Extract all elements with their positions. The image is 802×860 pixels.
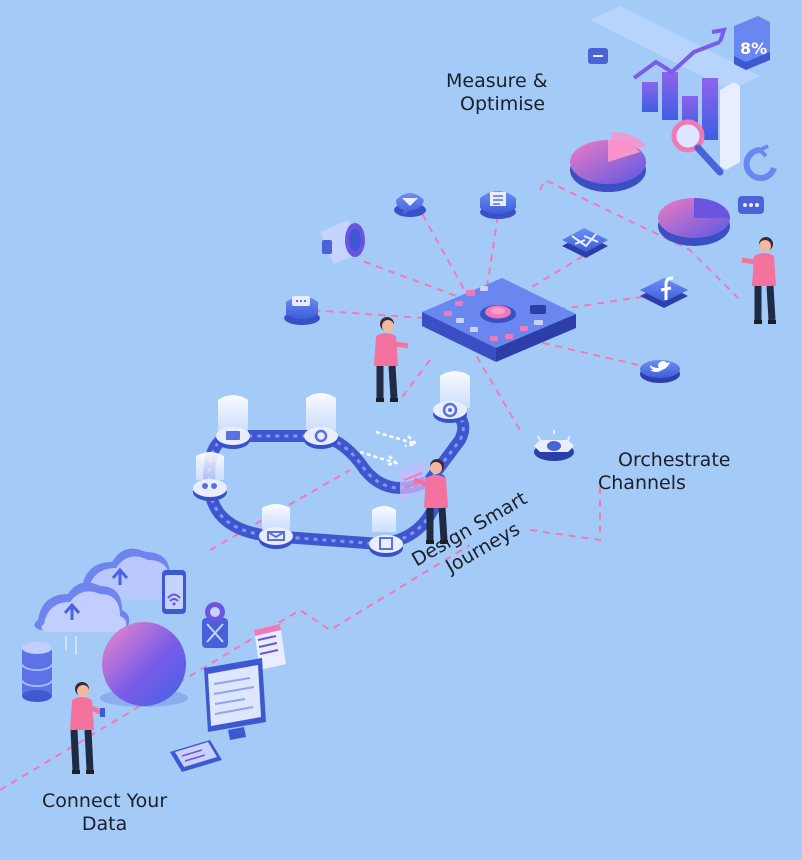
connect-data-cluster	[21, 548, 286, 774]
label-connect-line1: Connect Your	[42, 790, 168, 812]
dots-badge-icon	[738, 196, 764, 214]
label-orchestrate-channels: Orchestrate Channels	[598, 449, 730, 495]
label-measure-line1: Measure &	[446, 70, 548, 92]
label-connect-line2: Data	[81, 813, 128, 835]
percent-badge-icon: 8%	[734, 16, 770, 70]
refresh-icon	[743, 144, 777, 181]
journey-node-mail	[216, 427, 250, 449]
holo-screen	[400, 460, 426, 500]
label-orchestrate-line1: Orchestrate	[618, 449, 731, 471]
label-orchestrate-line2: Channels	[598, 472, 686, 494]
tablet-icon	[170, 740, 222, 772]
pie-chart-icon	[570, 132, 646, 192]
control-panel-icon	[422, 278, 576, 362]
magnifier-icon	[671, 119, 724, 176]
push-notification-icon	[534, 430, 574, 461]
analytics-cluster: 8%	[570, 6, 777, 246]
webcam-icon	[202, 602, 228, 648]
monitor-icon	[204, 658, 266, 740]
smartphone-wifi-icon	[162, 570, 186, 614]
journey-node-document	[369, 535, 403, 557]
label-measure-line2: Optimise	[460, 93, 546, 115]
megaphone-icon	[320, 220, 365, 264]
person-measure	[741, 237, 776, 324]
label-connect-data: Connect Your Data	[42, 790, 167, 836]
data-orb	[102, 622, 186, 706]
chat-badge-icon	[588, 48, 608, 64]
facebook-icon	[640, 276, 688, 308]
pie-chart-large-icon	[658, 198, 730, 246]
twitter-icon	[640, 360, 680, 383]
database-icon	[21, 642, 53, 702]
percent-text: 8%	[740, 39, 767, 58]
person-design-journeys	[413, 459, 448, 544]
chat-icon	[394, 193, 426, 217]
news-icon	[480, 191, 516, 219]
journey-node-at	[304, 427, 338, 449]
bar-chart-icon	[632, 27, 740, 170]
cloud-upload-icon	[34, 548, 179, 654]
journey-node-people	[193, 479, 227, 501]
journey-node-envelope	[259, 527, 293, 549]
mail-icon	[562, 228, 608, 258]
person-connect-data	[70, 682, 106, 774]
journey-node-target	[433, 401, 467, 423]
sms-icon	[284, 296, 320, 325]
journey-loop	[193, 371, 470, 557]
person-orchestrate	[374, 317, 409, 402]
label-measure-optimise: Measure & Optimise	[446, 70, 548, 116]
